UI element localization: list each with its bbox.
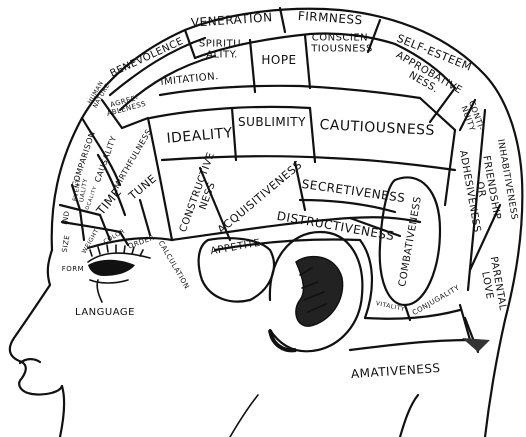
region-labels: VENERATION FIRMNESS BENEVOLENCE SPIRITU-…: [61, 9, 519, 381]
region-label-agreeableness: AGREE-ABLENESS: [104, 92, 147, 118]
region-label-distructiveness: DISTRUCTIVENESS: [276, 209, 396, 243]
region-label-spirituality: SPIRITU-ALITY.: [199, 39, 245, 61]
region-label-line: TIOUSNESS: [310, 44, 373, 55]
region-label-language: LANGUAGE: [75, 307, 135, 318]
dark-corner-wedge: [462, 338, 490, 352]
head-outline: [10, 9, 523, 437]
region-label-amativeness: AMATIVENESS: [350, 361, 441, 381]
region-label-cautiousness: CAUTIOUSNESS: [319, 117, 435, 139]
region-label-line: SPIRITU-: [199, 39, 245, 50]
region-label-line: CONSCIEN-: [312, 33, 373, 44]
region-label-order: ORDER: [127, 234, 156, 251]
ear-illustration: [270, 232, 363, 351]
region-label-continuity: CONTI-NUITY: [459, 100, 486, 135]
region-label-form: FORM: [62, 265, 84, 273]
region-label-eventuality: EVENT-UALITY: [72, 177, 90, 203]
region-label-tune: TUNE: [126, 172, 160, 203]
region-label-appetite: APPETITE: [210, 238, 262, 258]
region-label-conscientiousness: CONSCIEN-TIOUSNESS: [310, 33, 373, 55]
region-label-hope: HOPE: [261, 53, 296, 67]
region-label-veneration: VENERATION: [190, 10, 273, 30]
region-label-calculation: CALCULATION: [157, 239, 191, 290]
region-label-vitality: VITALITY: [375, 300, 405, 313]
region-label-parental-love: PARENTALLOVE: [477, 256, 508, 314]
region-label-line: ALITY.: [206, 50, 238, 61]
region-label-size: SIZE: [61, 234, 72, 253]
eye-illustration: [88, 245, 150, 283]
region-label-combativeness: COMBATIVENESS: [397, 195, 424, 287]
region-label-sublimity: SUBLIMITY: [238, 115, 306, 129]
region-label-ideality: IDEALITY: [166, 125, 234, 147]
